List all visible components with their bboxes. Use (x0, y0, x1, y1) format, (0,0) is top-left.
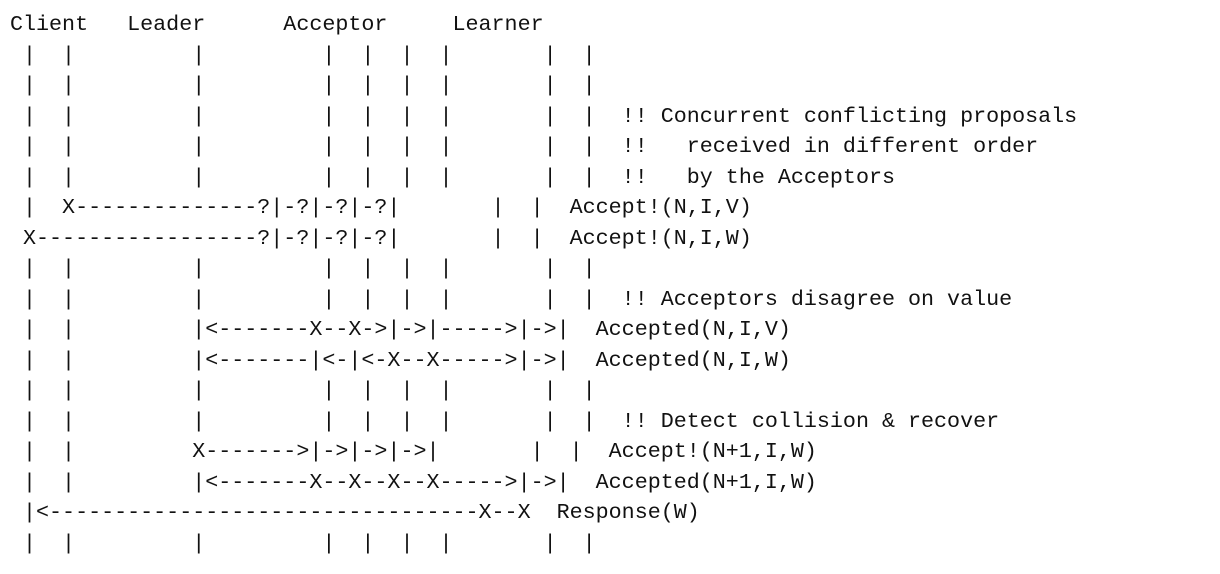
diagram-header-row: Client Leader Acceptor Learner (10, 12, 544, 37)
diagram-line: |<---------------------------------X--X … (10, 500, 700, 525)
diagram-line: | | | | | | | | | (10, 378, 596, 403)
diagram-line: | | | | | | | | | (10, 73, 596, 98)
diagram-line: | | | | | | | | | (10, 42, 596, 68)
diagram-line: | | |<-------|<-|<-X--X----->|->| Accept… (10, 347, 791, 373)
diagram-line: | | | | | | | | | !! Detect collision & … (10, 408, 1000, 434)
diagram-line: X-----------------?|-?|-?|-?| | | Accept… (10, 225, 752, 251)
diagram-line: | | | | | | | | | !! received in differe… (10, 134, 1039, 159)
diagram-line: | | | | | | | | | !! by the Acceptors (10, 164, 895, 190)
diagram-line: | | | | | | | | | !! Acceptors disagree … (10, 286, 1013, 312)
diagram-line: | | X------->|->|->|->| | | Accept!(N+1,… (10, 439, 817, 464)
diagram-line: | | | | | | | | | (10, 530, 596, 556)
diagram-line: | | |<-------X--X--X--X----->|->| Accept… (10, 469, 817, 495)
paxos-message-flow-diagram: Client Leader Acceptor Learner | | | | |… (10, 10, 1077, 559)
diagram-line: | | | | | | | | | (10, 256, 596, 281)
diagram-line: | | | | | | | | | !! Concurrent conflict… (10, 103, 1078, 129)
diagram-line: | | |<-------X--X->|->|----->|->| Accept… (10, 317, 791, 342)
diagram-line: | X--------------?|-?|-?|-?| | | Accept!… (10, 195, 752, 220)
